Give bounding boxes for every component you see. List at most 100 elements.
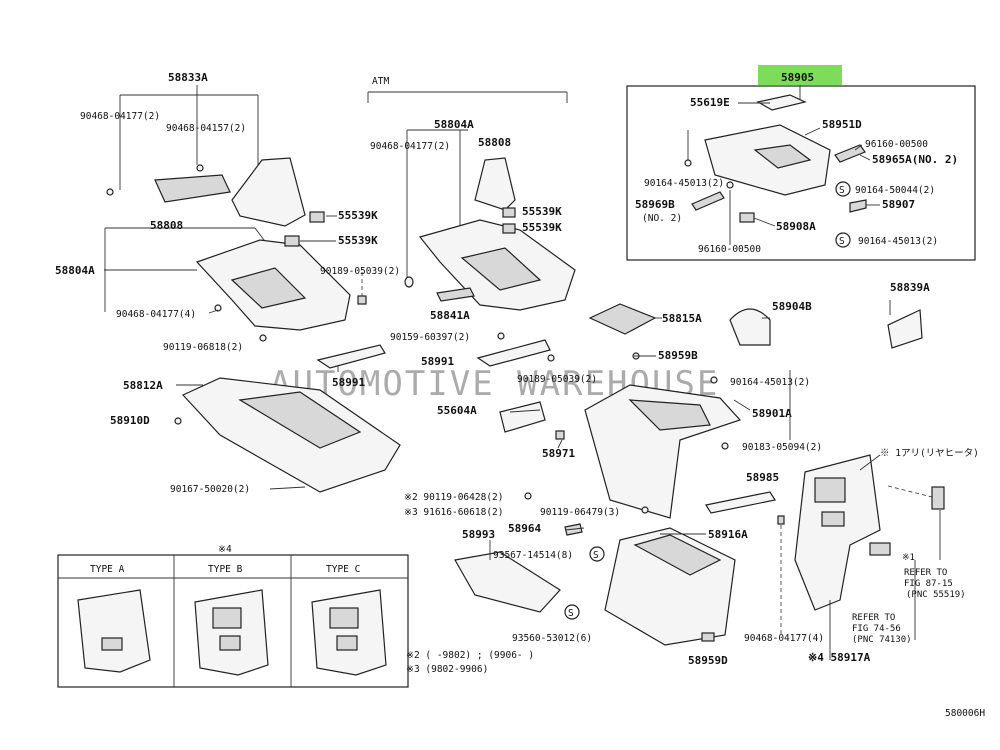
hinge-58965A — [834, 144, 866, 163]
bracket-55604A — [499, 401, 546, 433]
label-58905: 58905 — [781, 71, 814, 84]
label-96160-00500-a: 96160-00500 — [865, 139, 928, 150]
label-58812A: 58812A — [123, 379, 163, 392]
label-58910D: 58910D — [110, 414, 150, 427]
rear-vent-opening — [814, 477, 846, 503]
screw-58910D — [174, 417, 182, 425]
screw-90164-45013-b — [684, 159, 692, 167]
label-93560-53012: 93560-53012(6) — [512, 633, 592, 644]
label-58917A: ※4 58917A — [808, 651, 871, 664]
label-90468-04177-c: 90468-04177(2) — [370, 141, 450, 152]
lid-55619E — [756, 94, 807, 111]
label-58901A: 58901A — [752, 407, 792, 420]
label-90468-04157: 90468-04157(2) — [166, 123, 246, 134]
label-93567-14514: 93567-14514(8) — [493, 550, 573, 561]
console-box-opening — [628, 399, 711, 431]
panel-type-c-vent — [329, 607, 359, 629]
label-n2-90119-06428: ※2 90119-06428(2) — [404, 492, 503, 503]
label-58951D: 58951D — [822, 118, 862, 131]
label-58916A: 58916A — [708, 528, 748, 541]
label-58991-a: 58991 — [332, 376, 365, 389]
armrest-cup-holder — [753, 144, 812, 169]
s-symbol-1 — [589, 546, 605, 562]
svg-text:S: S — [593, 550, 599, 561]
label-58991-b: 58991 — [421, 355, 454, 368]
label-55539K-b: 55539K — [338, 234, 378, 247]
screw-90119-06428 — [524, 492, 532, 500]
label-55539K-d: 55539K — [522, 221, 562, 234]
middle-assembly — [367, 91, 576, 367]
label-ref1-a: REFER TO — [904, 568, 947, 578]
label-58969B: 58969B — [635, 198, 675, 211]
latch-58908A — [739, 212, 755, 223]
label-foot2: ※2 ( -9802) ; (9906- ) — [406, 650, 534, 661]
cover-55519 — [931, 486, 945, 510]
svg-text:S: S — [839, 185, 845, 196]
clip-left — [106, 188, 114, 196]
label-90119-06818: 90119-06818(2) — [163, 342, 243, 353]
label-58815A: 58815A — [662, 312, 702, 325]
label-58959D: 58959D — [688, 654, 728, 667]
left-assembly — [104, 85, 401, 493]
label-90468-04177-b: 90468-04177(4) — [116, 309, 196, 320]
label-n4: ※4 — [218, 544, 232, 555]
label-90164-45013-b: 90164-45013(2) — [644, 178, 724, 189]
s-symbol-3 — [835, 181, 851, 197]
label-ref1-c: (PNC 55519) — [906, 590, 966, 600]
label-58833A: 58833A — [168, 71, 208, 84]
s-symbol-2 — [564, 604, 580, 620]
clip-left-2 — [196, 164, 204, 172]
screw-90119-left — [259, 334, 267, 342]
type-box-frame — [57, 554, 409, 688]
bracket-58991-middle — [476, 339, 551, 367]
label-90164-45013-c: 90164-45013(2) — [858, 236, 938, 247]
label-ref1-star: ※1 — [902, 553, 915, 563]
panel-type-c — [311, 589, 387, 676]
panel-type-b — [194, 589, 269, 676]
box-58905 — [626, 85, 976, 261]
shift-boot-left — [231, 157, 306, 227]
label-90167-50020: 90167-50020(2) — [170, 484, 250, 495]
leader-lines — [489, 102, 891, 560]
label-58964: 58964 — [508, 522, 541, 535]
label-ref2-b: FIG 74-56 — [852, 624, 901, 634]
label-90189-05039-a: 90189-05039(2) — [320, 266, 400, 277]
label-58841A: 58841A — [430, 309, 470, 322]
label-90183-05094: 90183-05094(2) — [742, 442, 822, 453]
label-58969B-no: (NO. 2) — [642, 213, 682, 224]
hinge-58969B — [691, 191, 725, 211]
storage-box-opening — [633, 534, 722, 576]
label-foot3: ※3 (9802-9906) — [406, 664, 488, 675]
label-58839A: 58839A — [890, 281, 930, 294]
console-panel-opening-left — [230, 267, 307, 309]
clip-90468-right — [777, 515, 785, 525]
screw-left — [214, 304, 222, 312]
label-58959B: 58959B — [658, 349, 698, 362]
label-58904B: 58904B — [772, 300, 812, 313]
shift-boot-middle — [474, 157, 516, 211]
label-90468-04177-a: 90468-04177(2) — [80, 111, 160, 122]
highlight-58905 — [758, 65, 842, 85]
label-90164-50044: 90164-50044(2) — [855, 185, 935, 196]
label-ref1-b: FIG 87-15 — [904, 579, 953, 589]
cover-58904B — [729, 308, 771, 346]
lid-58839A — [887, 309, 923, 349]
label-n3-91616-60618: ※3 91616-60618(2) — [404, 507, 503, 518]
latch-58907 — [849, 199, 867, 213]
screw-90164-center — [710, 376, 718, 384]
label-58971: 58971 — [542, 447, 575, 460]
svg-text:S: S — [568, 608, 574, 619]
type-variants-box — [57, 554, 409, 688]
boot-retainer-left — [154, 174, 231, 203]
label-fig-id: 580006H — [945, 708, 985, 719]
rear-switch-opening — [821, 511, 845, 527]
label-type-a: TYPE A — [90, 564, 125, 575]
label-note-1ari: ※ 1アリ(リヤヒータ) — [880, 448, 979, 459]
pad-58841A — [436, 287, 475, 302]
label-90119-06479: 90119-06479(3) — [540, 507, 620, 518]
label-58907: 58907 — [882, 198, 915, 211]
console-lower-opening-left — [238, 391, 362, 449]
label-58993: 58993 — [462, 528, 495, 541]
bracket-58991-left — [316, 344, 386, 369]
